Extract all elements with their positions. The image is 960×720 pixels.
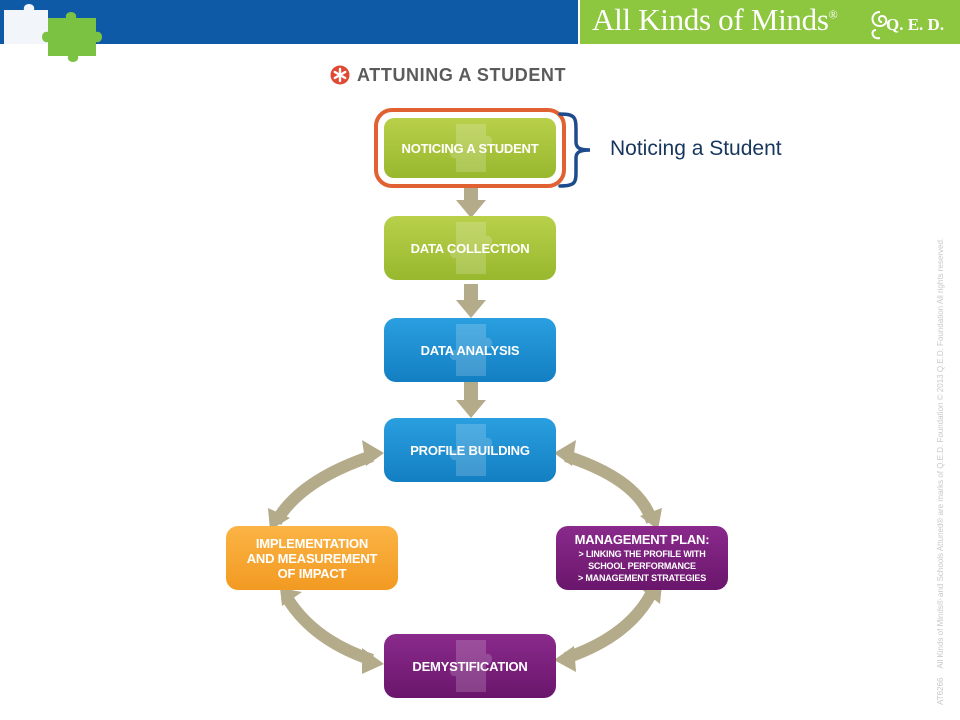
- node-management-bg: [556, 526, 728, 590]
- arrow-implementation-to-profile: [270, 450, 374, 526]
- header-bar: All Kinds of Minds® Q. E. D.: [0, 0, 960, 44]
- page-title: ATTUNING A STUDENT: [357, 64, 567, 85]
- node-demystification-bg: [384, 634, 556, 698]
- node-noticing-bg: [384, 118, 556, 178]
- node-profile-building-bg: [384, 418, 556, 482]
- down-arrows: [456, 186, 486, 418]
- asterisk-badge-icon: [330, 65, 350, 85]
- node-implementation: IMPLEMENTATION AND MEASUREMENT OF IMPACT: [246, 535, 378, 581]
- puzzle-logo-icon: [4, 4, 102, 62]
- arrow-down-1: [456, 186, 486, 218]
- puzzle-watermarks: [450, 124, 492, 692]
- node-data-analysis-bg: [384, 318, 556, 382]
- cycle-arrowheads: [268, 440, 662, 674]
- arrow-management-demystification: [564, 589, 658, 664]
- node-profile-building: PROFILE BUILDING: [410, 442, 530, 458]
- qed-logo-icon: [871, 11, 888, 40]
- highlight-ring: [374, 108, 566, 188]
- copyright-vertical: AT6266 All Kinds of Minds® and Schools A…: [936, 237, 945, 705]
- diagram-title: ATTUNING A STUDENT: [330, 62, 566, 88]
- node-implementation-bg: [226, 526, 398, 590]
- cycle-arrows: [270, 450, 658, 666]
- brand-name: All Kinds of Minds®: [592, 2, 838, 37]
- arrow-down-2: [456, 284, 486, 318]
- callout-label: Noticing a Student: [610, 137, 782, 160]
- brace-icon: [558, 112, 591, 188]
- arrow-down-3: [456, 382, 486, 418]
- qed-logo-text: Q. E. D.: [886, 15, 945, 34]
- arrow-demystification-implementation: [280, 592, 374, 666]
- node-data-analysis: DATA ANALYSIS: [420, 342, 520, 358]
- arrow-profile-management: [564, 450, 658, 524]
- node-demystification: DEMYSTIFICATION: [412, 658, 528, 674]
- node-data-collection: DATA COLLECTION: [410, 240, 530, 256]
- node-management-plan: MANAGEMENT PLAN: > LINKING THE PROFILE W…: [574, 532, 710, 583]
- node-data-collection-bg: [384, 216, 556, 280]
- header-green-band: [580, 0, 960, 44]
- node-noticing-a-student: NOTICING A STUDENT: [401, 140, 539, 156]
